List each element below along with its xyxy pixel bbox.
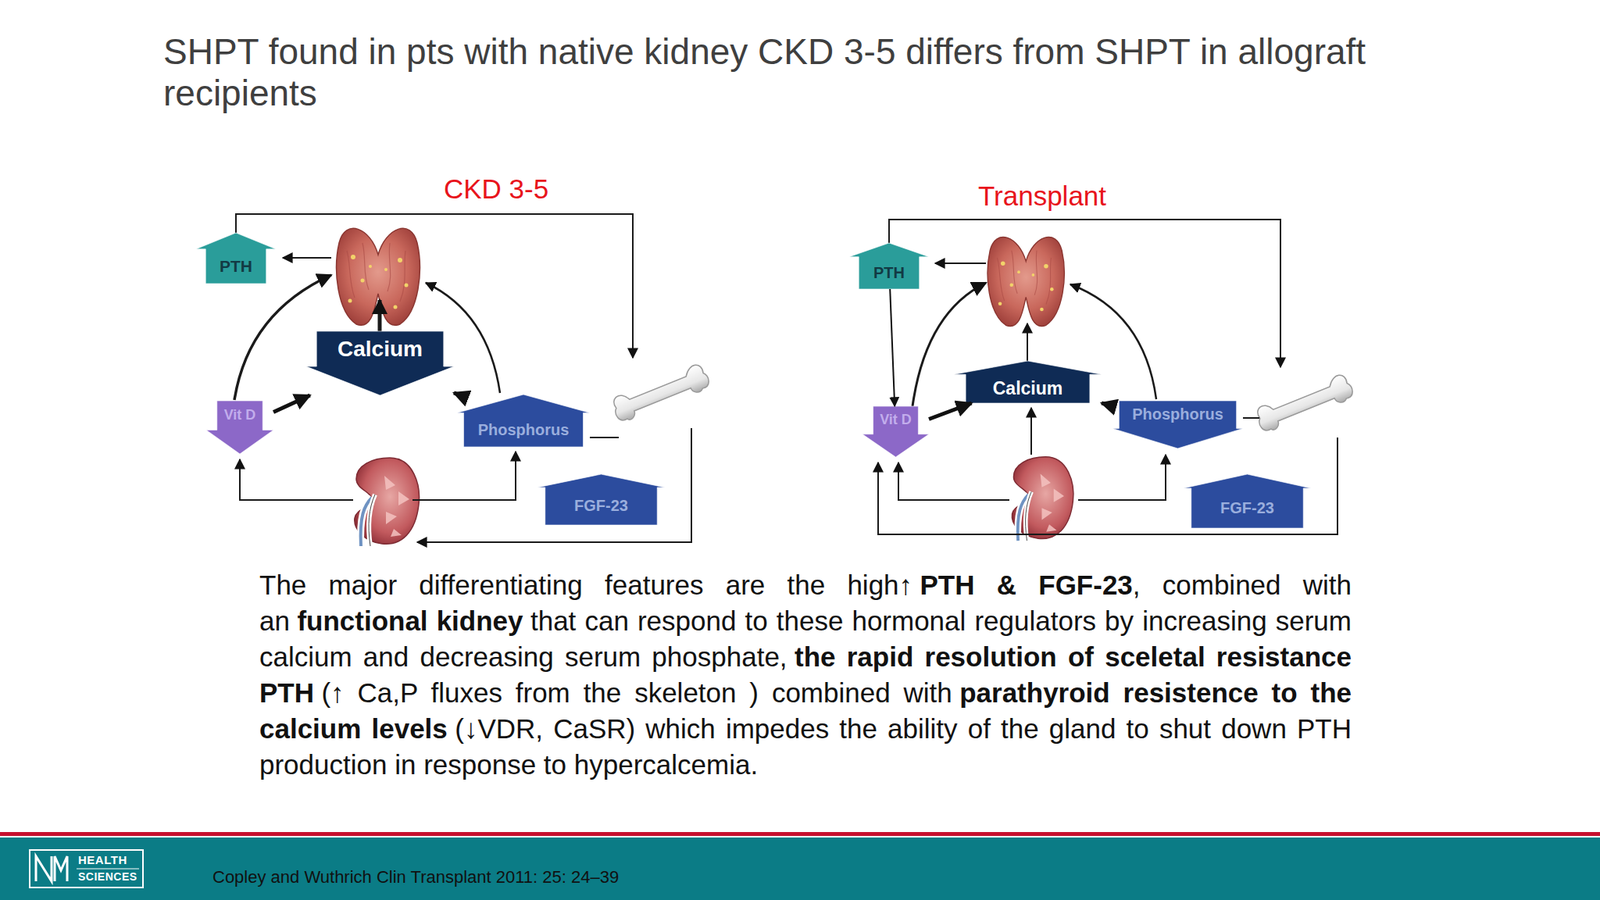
flow-line bbox=[898, 462, 1010, 500]
node-label: PTH bbox=[873, 264, 905, 283]
parathyroid-gland bbox=[987, 236, 1065, 326]
connector-arrow bbox=[273, 395, 311, 412]
text-label: HEALTH bbox=[78, 853, 143, 867]
block-arrow-node: Vit D bbox=[862, 406, 929, 458]
node-label: Vit D bbox=[224, 407, 257, 424]
footer-band bbox=[0, 837, 1600, 900]
logo-divider bbox=[76, 868, 140, 870]
bold-text-run: functional kidney bbox=[296, 605, 523, 636]
connector-arrow bbox=[928, 403, 972, 420]
bone bbox=[1253, 372, 1356, 435]
node-text-area: FGF-23 bbox=[1183, 488, 1311, 529]
node-label: Calcium bbox=[337, 336, 423, 362]
text-label: Copley and Wuthrich Clin Transplant 2011… bbox=[212, 867, 916, 888]
block-arrow-node: PTH bbox=[849, 242, 929, 290]
flow-line bbox=[1242, 417, 1260, 419]
connector-arrow bbox=[1101, 403, 1113, 407]
block-arrow-node: Calcium bbox=[953, 360, 1102, 404]
arrow-fill bbox=[206, 400, 274, 454]
arrow-shape bbox=[457, 394, 590, 447]
node-text-area: PTH bbox=[196, 249, 276, 284]
kidney bbox=[354, 457, 420, 547]
flow-line bbox=[878, 437, 1338, 535]
arrow-fill bbox=[862, 406, 929, 458]
flow-line bbox=[1026, 323, 1029, 361]
text-label: Transplant bbox=[964, 180, 1121, 212]
block-arrow-node: Calcium bbox=[306, 331, 454, 396]
node-text-area: Calcium bbox=[306, 331, 454, 367]
node-text-area: FGF-23 bbox=[537, 487, 665, 525]
flow-line bbox=[1078, 454, 1166, 500]
node-text-area: Phosphorus bbox=[457, 412, 590, 447]
node-label: Phosphorus bbox=[1132, 405, 1224, 424]
logo-box bbox=[29, 850, 143, 888]
arrow-fill bbox=[1112, 400, 1243, 449]
node-label: Vit D bbox=[879, 411, 912, 429]
block-arrow-node: Phosphorus bbox=[1112, 400, 1243, 449]
text-label: SCIENCES bbox=[78, 870, 143, 883]
node-label: FGF-23 bbox=[1220, 499, 1275, 518]
flow-line bbox=[378, 300, 383, 332]
text-run: The major differentiating features are t… bbox=[259, 569, 913, 600]
connector-arrow bbox=[453, 392, 458, 395]
flow-line bbox=[889, 219, 1281, 368]
block-arrow-node: Phosphorus bbox=[457, 394, 590, 447]
flow-line bbox=[1030, 407, 1033, 455]
node-label: PTH bbox=[219, 257, 253, 276]
node-label: FGF-23 bbox=[574, 496, 629, 515]
arrow-fill bbox=[537, 474, 665, 525]
arrow-fill bbox=[196, 232, 276, 284]
block-arrow-node: FGF-23 bbox=[1183, 474, 1311, 529]
arrow-fill bbox=[1183, 474, 1311, 529]
flow-line bbox=[282, 257, 332, 259]
logo-mark bbox=[35, 856, 68, 882]
connector-arrow bbox=[889, 289, 895, 407]
node-text-area: PTH bbox=[849, 257, 929, 290]
bold-text-run: PTH & FGF-23 bbox=[920, 569, 1133, 600]
footer-rule bbox=[0, 832, 1600, 836]
arrow-fill bbox=[953, 360, 1102, 404]
node-text-area: Calcium bbox=[953, 374, 1102, 404]
node-label: Phosphorus bbox=[478, 421, 570, 440]
node-text-area: Phosphorus bbox=[1112, 400, 1243, 429]
block-arrow-node: PTH bbox=[196, 232, 276, 284]
kidney bbox=[1011, 457, 1074, 541]
block-arrow-node: FGF-23 bbox=[537, 474, 665, 525]
block-arrow-node: Vit D bbox=[206, 400, 274, 454]
node-label: Calcium bbox=[992, 378, 1063, 400]
slide-title: SHPT found in pts with native kidney CKD… bbox=[163, 31, 1492, 115]
body-paragraph: The major differentiating features are t… bbox=[259, 567, 1352, 783]
text-run: (↑ Ca,P fluxes from the skeleton ) combi… bbox=[321, 677, 952, 708]
bone bbox=[610, 362, 712, 425]
arrow-fill bbox=[849, 242, 929, 290]
flow-line bbox=[412, 451, 516, 500]
node-text-area: Vit D bbox=[862, 406, 929, 435]
text-label: CKD 3-5 bbox=[417, 173, 575, 205]
node-text-area: Vit D bbox=[206, 400, 274, 430]
flow-line bbox=[239, 459, 354, 500]
flow-line bbox=[589, 436, 619, 439]
arrow-fill bbox=[457, 394, 590, 447]
arrow-fill bbox=[306, 331, 454, 396]
flow-line bbox=[935, 262, 986, 265]
